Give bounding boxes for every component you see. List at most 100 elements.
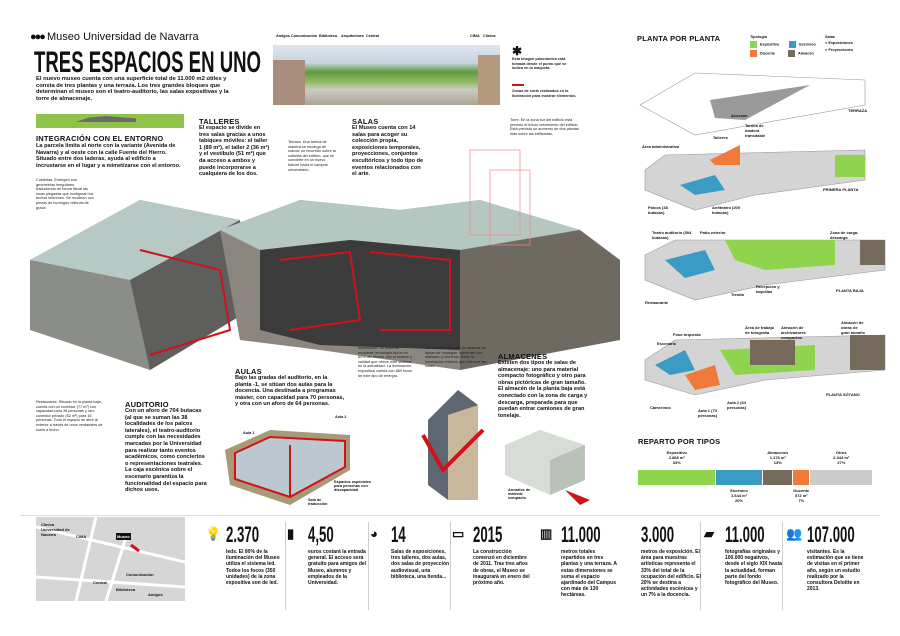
legend-swatch <box>789 41 797 48</box>
floor-label: Teatro auditorio (504 butacas) <box>652 230 692 240</box>
legend-label: Almacén <box>797 51 814 56</box>
stat-value: 11.000 <box>725 522 765 547</box>
floor-label: Tarima de madera transitable <box>745 123 766 138</box>
annotation-restaurante: Restaurante. Situado en la planta baja, … <box>36 400 103 432</box>
section-title: AUDITORIO <box>125 400 169 409</box>
building-photo-right <box>478 55 500 105</box>
stat-value: 11.000 <box>561 522 601 547</box>
legend-label: Escénico <box>799 42 816 47</box>
legend: Tipología Expositivo Escénico Docente Alma… <box>750 35 816 57</box>
floor-label: Área de trabajo de fotografía <box>745 325 775 335</box>
map-label: Amigos <box>148 592 163 597</box>
floor-plans <box>639 72 886 396</box>
logo-dots-icon: ●●● <box>30 31 46 43</box>
floor-label: Área administrativa <box>642 144 680 149</box>
brand: ●●● Museo Universidad de Navarra <box>30 31 199 43</box>
landscape-strip <box>36 114 184 128</box>
map-label: Clínica Universidad de Navarra <box>41 522 70 537</box>
floor-label: Zona de carga-descarga <box>830 230 859 240</box>
map-streets <box>36 517 185 601</box>
annotation-torre: Torre. En la zona sur del edificio está … <box>510 118 579 136</box>
aulas-illustration <box>225 430 350 505</box>
stat-value: 107.000 <box>807 522 855 547</box>
floor-label: Accesos <box>731 113 748 118</box>
floor-name: PRIMERA PLANTA <box>823 187 859 192</box>
floor-label: Camerinos <box>650 405 671 410</box>
annotation-iluminacion: Iluminación. Se resuelve mediante tecnol… <box>358 346 413 378</box>
annotation-luz: Luz natural indirecta. Un sistema de lam… <box>425 346 486 369</box>
building-illustration <box>30 149 620 370</box>
salas-label: Exposiciones <box>828 41 853 45</box>
floor-name: PLANTA SÓTANO <box>826 392 860 397</box>
stat-value: 3.000 <box>641 522 675 547</box>
pano-label: CIMA <box>470 34 480 38</box>
legend-label: Docente <box>760 51 775 56</box>
section-title: ALMACENES <box>498 352 548 361</box>
brand-name: Museo Universidad de Navarra <box>47 31 199 43</box>
chart-bar-almacenes <box>762 470 793 485</box>
panorama-photo <box>273 45 500 105</box>
red-cut-swatch <box>512 84 524 86</box>
stat-value: 2.370 <box>226 522 260 547</box>
section-text: El espacio se divide en tres salas graci… <box>199 125 270 178</box>
chart-label-categories: Almacenes <box>767 450 789 455</box>
stat-text: visitantes. Es la estimación que se tien… <box>807 549 864 593</box>
floor-name: PLANTA BAJA <box>836 288 864 293</box>
sala-traduccion-label: Sala de traducción <box>308 498 328 506</box>
map-icon: ▥ <box>540 526 553 541</box>
section-text: El Museo cuenta con 14 salas para acoger… <box>352 125 424 178</box>
section-text: Existen dos tipos de salas de almacenaje… <box>498 360 588 419</box>
chart-label-value_labels: 572 m² <box>794 493 808 498</box>
chart-label-categories: Otros <box>835 450 847 455</box>
pano-label: Biblioteca <box>319 34 338 38</box>
asterisk-icon: ✱ <box>512 44 523 58</box>
proyecciones-icon: ● <box>825 48 828 52</box>
floor-label: Almacén de obras de gran tamaño <box>841 320 866 335</box>
ticket-icon: ▮ <box>287 526 295 541</box>
stat-text: Salas de exposiciones, tres talleres, do… <box>391 549 450 580</box>
chart-label-categories: Expositivo <box>666 450 687 455</box>
plantas-title: PLANTA POR PLANTA <box>637 34 721 43</box>
floor-label: Anfiteatro (200 butacas) <box>712 205 741 215</box>
chart-label-percent_labels: 13% <box>773 460 782 465</box>
column-divider <box>782 522 783 610</box>
chart-label-categories: Docente <box>793 488 810 493</box>
chart-bar-expositivo <box>638 470 715 485</box>
stat-value: 4,50 <box>308 522 334 547</box>
floor-label: Recepción y taquillas <box>756 284 780 294</box>
legend-title: Tipología <box>750 35 767 39</box>
chart-bar-escénico <box>715 470 762 485</box>
red-cut-note: Zonas de corte realizados en la ilustrac… <box>512 89 577 98</box>
map-museo-marker: Museo <box>116 533 131 540</box>
chart-label-percent_labels: 27% <box>837 460 846 465</box>
salas-legend: Salas ● Exposiciones ● Proyecciones <box>825 35 853 52</box>
location-map: Clínica Universidad de Navarra CIMA Muse… <box>36 517 185 601</box>
legend-label: Expositivo <box>760 42 780 47</box>
column-divider <box>368 522 369 610</box>
tower-lamas-illustration <box>421 390 485 500</box>
pano-label: Comunicación <box>291 34 318 38</box>
floor-label: Talleres <box>713 135 728 140</box>
photo-icon: ▰ <box>704 526 714 541</box>
page-title: TRES ESPACIOS EN UNO <box>34 46 262 79</box>
floor-label: Aula 1 (70 personas) <box>698 408 718 418</box>
section-title: INTEGRACIÓN CON EL ENTORNO <box>36 134 164 143</box>
section-title: SALAS <box>352 117 379 126</box>
aula-1-label: Aula 1 <box>243 431 255 435</box>
stat-text: fotografías originales y 100.000 negativ… <box>725 549 782 587</box>
palette-icon: ◕ <box>370 526 378 541</box>
annotation-cubiertas: Cubiertas. Emergen con geometrías irregu… <box>36 178 94 210</box>
section-text: La parcela limita al norte con la varian… <box>36 143 181 169</box>
floor-label: Foso orquesta <box>673 332 701 337</box>
legend-swatch <box>750 50 757 57</box>
floor-sotano <box>644 334 886 396</box>
salas-label: Proyecciones <box>828 48 854 52</box>
section-text: Con un aforo de 704 butacas (al que se s… <box>125 408 207 494</box>
